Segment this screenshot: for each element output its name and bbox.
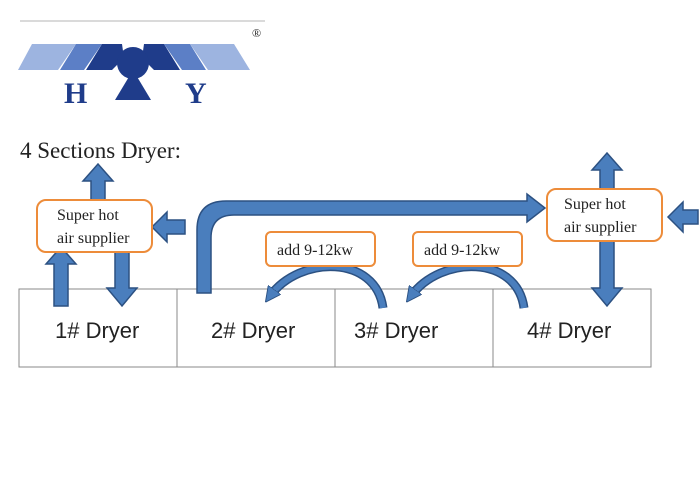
supply-down-arrow-2 bbox=[590, 239, 624, 308]
dryer-label-1: 1# Dryer bbox=[55, 318, 139, 343]
air-supplier-1-line1: Super hot bbox=[57, 207, 119, 224]
air-supplier-1-line2: air supplier bbox=[57, 230, 130, 247]
dryer-label-4: 4# Dryer bbox=[527, 318, 611, 343]
transfer-duct bbox=[196, 192, 547, 294]
logo-body bbox=[115, 70, 151, 100]
air-supplier-box-2-frame bbox=[546, 188, 663, 242]
inlet-left-arrow-2 bbox=[666, 200, 699, 234]
air-supplier-box-1-frame bbox=[36, 199, 153, 253]
dryer-section-1 bbox=[18, 288, 178, 368]
logo-wing-right-mid bbox=[164, 44, 206, 70]
logo-letter-h: H bbox=[64, 77, 87, 110]
air-supplier-box-2: Super hot air supplier bbox=[546, 188, 663, 242]
logo-wing-right-light bbox=[190, 44, 250, 70]
logo-wing-left-dark bbox=[86, 44, 124, 70]
return-up-arrow-1 bbox=[44, 245, 78, 307]
logo-letter-y: Y bbox=[185, 77, 207, 110]
hy-logo: H Y ® bbox=[18, 26, 261, 110]
dryer-label-2: 2# Dryer bbox=[211, 318, 295, 343]
supplier-2-arrows bbox=[590, 151, 699, 308]
diagram-title: 4 Sections Dryer: bbox=[20, 138, 181, 163]
heater-box-1-frame bbox=[265, 231, 376, 267]
dryer-label-3: 3# Dryer bbox=[354, 318, 438, 343]
inlet-left-arrow-1 bbox=[150, 210, 186, 244]
air-supplier-2-line2: air supplier bbox=[564, 219, 637, 236]
supplier-1-arrows bbox=[44, 162, 186, 308]
heater-label-2: add 9-12kw bbox=[424, 242, 500, 259]
registered-mark: ® bbox=[252, 26, 261, 40]
heater-box-2-frame bbox=[412, 231, 523, 267]
logo-wing-right-dark bbox=[142, 44, 180, 70]
heater-label-1: add 9-12kw bbox=[277, 242, 353, 259]
logo-wing-left-light bbox=[18, 44, 76, 70]
logo-wing-left-mid bbox=[60, 44, 102, 70]
transfer-duct-body bbox=[196, 192, 547, 294]
exhaust-up-arrow-1 bbox=[81, 162, 115, 201]
dryer-row: 1# Dryer 2# Dryer 3# Dryer 4# Dryer bbox=[18, 288, 652, 368]
logo-head bbox=[117, 47, 149, 79]
air-supplier-box-1: Super hot air supplier bbox=[36, 199, 153, 253]
heater-box-1: add 9-12kw bbox=[265, 231, 376, 267]
heater-box-2: add 9-12kw bbox=[412, 231, 523, 267]
air-supplier-2-line1: Super hot bbox=[564, 196, 626, 213]
dryer-section-2 bbox=[176, 288, 336, 368]
exhaust-up-arrow-2 bbox=[590, 151, 624, 191]
